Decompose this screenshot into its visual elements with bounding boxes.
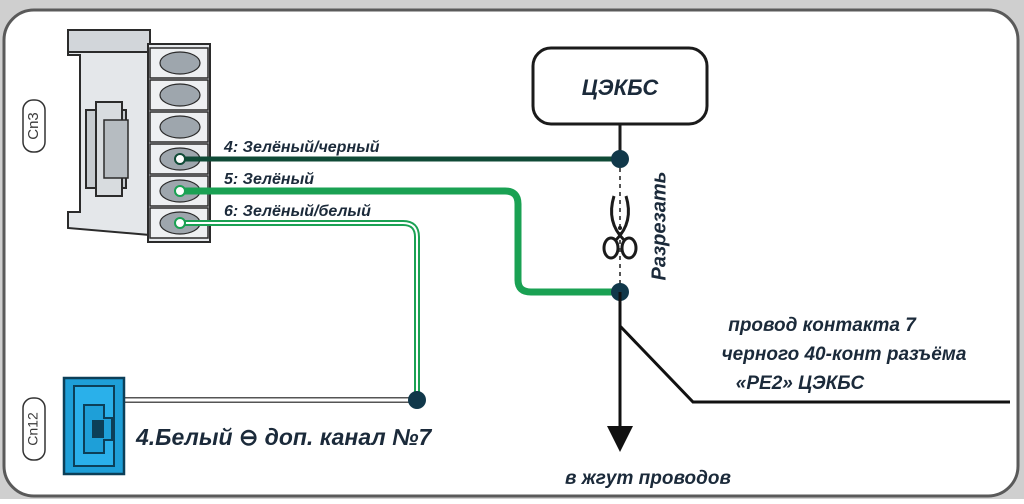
wire-6-label: 6: Зелёный/белый <box>224 203 371 220</box>
scissors-icon <box>602 195 638 260</box>
contact-note-line-3: «PE2» ЦЭКБС <box>736 373 865 394</box>
cn12-connector <box>62 376 126 476</box>
cn3-label: Cn3 <box>25 112 42 140</box>
cn3-side-label: Cn3 <box>22 99 46 153</box>
harness-arrow <box>607 426 633 452</box>
contact-note-line-1: провод контакта 7 <box>728 315 917 336</box>
wire-6-green-white <box>174 217 420 400</box>
cn12-label: Cn12 <box>25 412 41 446</box>
wire-5-green <box>174 185 620 296</box>
cn3-pin-3 <box>149 111 209 143</box>
contact7-lead <box>618 324 1010 404</box>
wire-4-dark-green <box>174 153 620 165</box>
cn12-caption: 4.Белый ⊖ доп. канал №7 <box>135 424 432 450</box>
cn12-caption-wire: 4.Белый <box>135 424 233 450</box>
cn3-pin-2 <box>149 79 209 111</box>
cn12-junction-node <box>408 391 426 409</box>
cn3-pin-1 <box>149 47 209 79</box>
central-unit-box: ЦЭКБС <box>531 46 709 126</box>
diagram-frame <box>2 8 1020 498</box>
cn12-caption-channel: доп. канал №7 <box>265 424 433 450</box>
minus-circle-icon: ⊖ <box>239 424 258 450</box>
wire-5-label: 5: Зелёный <box>224 171 314 188</box>
harness-label: в жгут проводов <box>565 468 731 489</box>
central-unit-label: ЦЭКБС <box>582 75 660 100</box>
top-junction-node <box>611 150 629 168</box>
wire-4-label: 4: Зелёный/черный <box>223 139 380 156</box>
cn12-side-label: Cn12 <box>22 397 46 461</box>
contact-note-line-2: черного 40-конт разъёма <box>722 344 967 365</box>
cn3-connector <box>67 29 211 243</box>
cut-label: Разрезать <box>648 172 670 281</box>
